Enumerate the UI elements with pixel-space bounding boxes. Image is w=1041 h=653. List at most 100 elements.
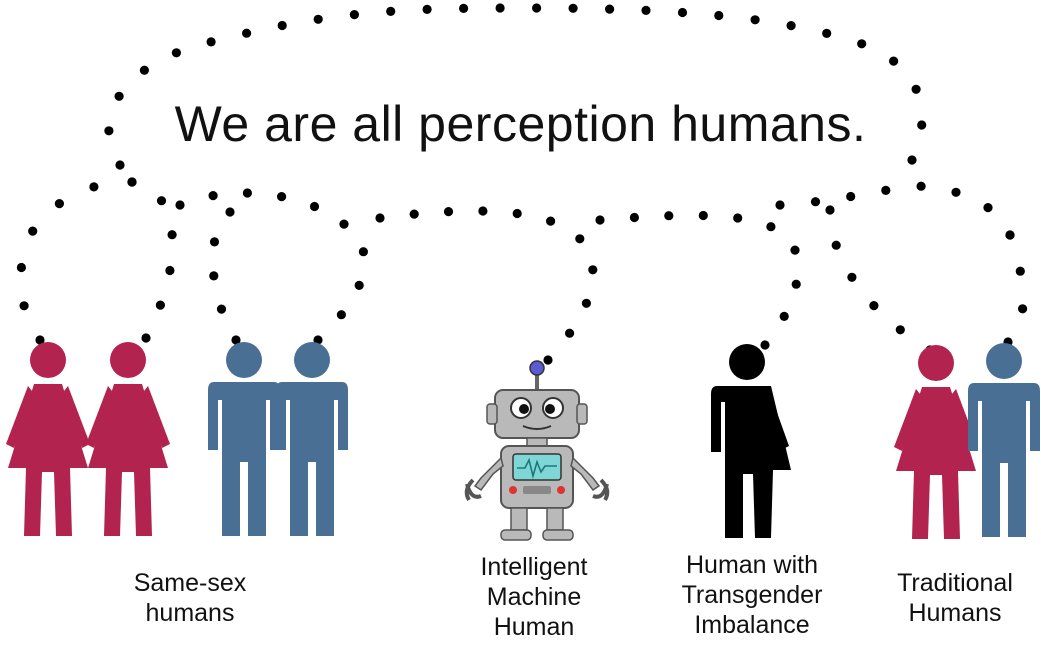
man-figure — [968, 343, 1040, 537]
bubble-dot — [349, 10, 359, 20]
bubble-dot — [869, 301, 879, 311]
bubble-dot — [171, 48, 181, 58]
bubble-dot — [605, 4, 615, 14]
bubble-dot — [1018, 304, 1028, 314]
bubble-dot — [358, 247, 368, 257]
bubble-dot — [907, 155, 917, 165]
bubble-dot — [242, 188, 252, 198]
label-intelligent-machine: Intelligent Machine Human — [454, 552, 614, 642]
bubble-dot — [641, 5, 651, 16]
bubble-dot — [386, 6, 396, 17]
bubble-dot — [664, 211, 674, 221]
bubble-dot — [595, 215, 605, 225]
bubble-dot — [543, 355, 553, 365]
bubble-dot — [19, 301, 29, 311]
bubble-dot — [917, 120, 927, 130]
bubble-dot — [208, 191, 218, 201]
bubble-dot — [857, 39, 867, 49]
bubble-dot — [443, 207, 454, 217]
bubble-dot — [127, 177, 137, 187]
bubble-dot — [575, 234, 585, 244]
bubble-dot — [588, 265, 598, 275]
bubble-dot — [565, 328, 575, 338]
bubble-dot — [277, 192, 287, 202]
bubble-dot — [336, 310, 346, 320]
bubble-dot — [54, 199, 64, 209]
bubble-dot — [209, 271, 219, 281]
bubble-dot — [831, 240, 841, 250]
bubble-dot — [242, 28, 252, 38]
bubble-dot — [760, 340, 770, 350]
bubble-dot — [677, 7, 688, 18]
bubble-dot — [810, 197, 821, 207]
bubble-dot — [354, 280, 364, 290]
bubble-dot — [750, 15, 760, 25]
bubble-dot — [1015, 266, 1025, 276]
bubble-dot — [911, 84, 921, 94]
bubble-dot — [822, 28, 832, 38]
label-line: Machine — [486, 583, 582, 611]
label-line: Transgender — [681, 581, 823, 609]
bubble-dot — [775, 200, 785, 210]
bubble-dot — [889, 56, 899, 66]
bubble-dot — [35, 335, 45, 345]
bubble-dot — [206, 37, 216, 47]
bubble-dot — [422, 4, 432, 15]
bubble-dot — [714, 10, 724, 21]
man-figure — [276, 342, 348, 536]
bubble-dot — [495, 3, 505, 13]
bubble-dot — [313, 14, 323, 24]
label-traditional: Traditional Humans — [880, 568, 1030, 628]
label-line: Intelligent — [480, 553, 588, 581]
bubble-dot — [546, 216, 556, 226]
bubble-dot — [139, 65, 149, 75]
label-line: Traditional — [897, 569, 1013, 597]
bubble-dot — [779, 311, 789, 321]
bubble-dot — [733, 213, 743, 223]
bubble-dot — [581, 298, 592, 308]
bubble-dot — [104, 126, 114, 136]
bubble-dot — [115, 160, 125, 170]
bubble-dot — [847, 272, 857, 282]
robot-figure — [464, 360, 610, 541]
bubble-dot — [478, 206, 488, 216]
bubble-dot — [881, 185, 891, 195]
bubble-dot — [1005, 230, 1015, 240]
bubble-dot — [339, 219, 349, 229]
bubble-dot — [532, 3, 542, 13]
thought-bubble-dots — [16, 3, 1028, 365]
label-line: Human with — [686, 551, 818, 579]
label-line: Humans — [908, 599, 1002, 627]
bubble-dot — [409, 209, 419, 219]
bubble-dot — [629, 212, 640, 223]
label-line: Same-sex — [133, 569, 247, 597]
bubble-dot — [225, 207, 235, 217]
label-transgender: Human with Transgender Imbalance — [662, 550, 842, 640]
bubble-dot — [175, 200, 185, 210]
bubble-dot — [309, 201, 320, 212]
label-same-sex: Same-sex humans — [110, 568, 270, 628]
woman-figure — [86, 342, 170, 536]
bubble-dot — [846, 191, 856, 202]
bubble-dot — [983, 203, 993, 213]
bubble-dot — [916, 181, 926, 191]
label-line: Imbalance — [694, 611, 810, 639]
bubble-dot — [231, 335, 241, 345]
bubble-dot — [89, 182, 99, 192]
page-title: We are all perception humans. — [174, 96, 867, 152]
man-figure — [208, 342, 280, 536]
bubble-dot — [375, 213, 385, 223]
bubble-dot — [28, 226, 38, 236]
bubble-dot — [216, 304, 227, 314]
bubble-dot — [16, 262, 26, 273]
bubble-dot — [568, 3, 578, 13]
label-line: Human — [493, 613, 575, 641]
bubble-dot — [512, 208, 522, 219]
bubble-dot — [141, 333, 151, 343]
robot-antenna-bulb — [529, 360, 545, 376]
bubble-dot — [786, 21, 796, 31]
bubble-dot — [114, 91, 124, 101]
bubble-dot — [156, 196, 167, 206]
